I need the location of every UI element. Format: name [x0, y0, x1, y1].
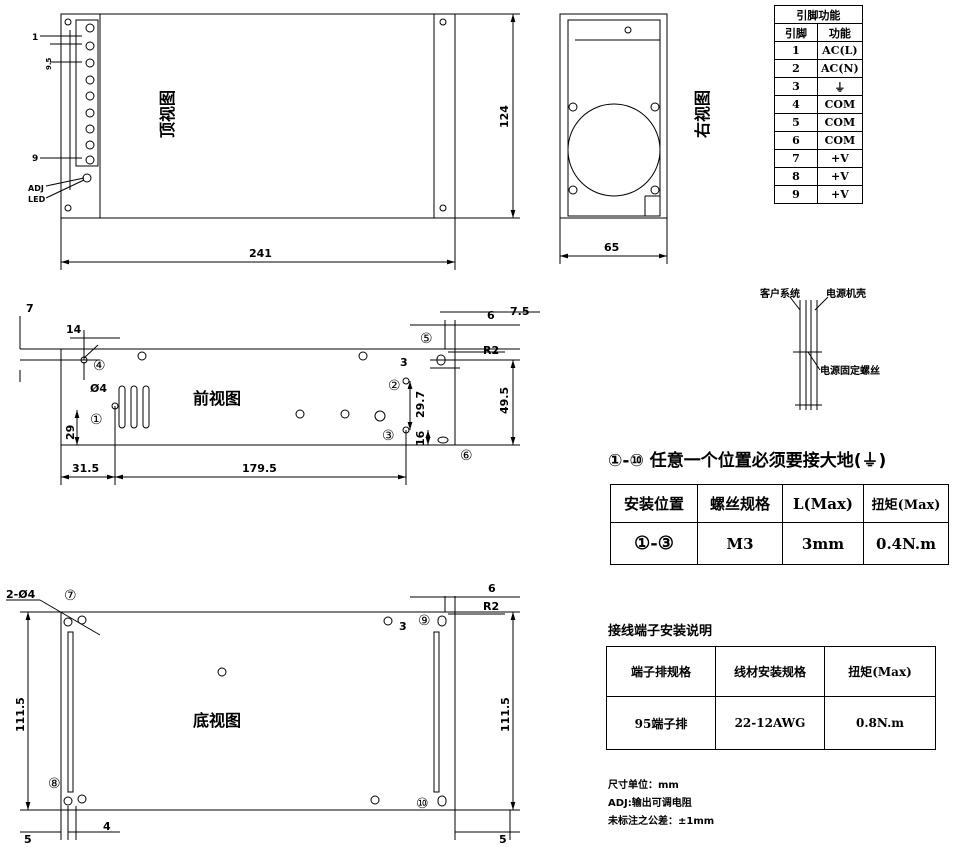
mount-header: L(Max) — [782, 484, 864, 523]
bottom-dim-5-left: 5 — [24, 833, 32, 846]
marker-8: ⑧ — [48, 776, 61, 792]
front-view-title: 前视图 — [193, 389, 241, 408]
pin-function: +V — [817, 167, 863, 186]
pin-function: +V — [817, 149, 863, 168]
bottom-dim-111-5-left: 111.5 — [14, 697, 27, 732]
front-dim-29: 29 — [64, 425, 77, 440]
top-view — [40, 13, 520, 270]
top-dim-241: 241 — [249, 247, 272, 260]
front-dim-7: 7 — [26, 302, 34, 315]
marker-4: ④ — [93, 358, 106, 374]
pin-function: COM — [817, 113, 863, 132]
terminal-title: 接线端子安装说明 — [608, 623, 712, 639]
marker-9: ⑨ — [418, 613, 431, 629]
terminal-header: 线材安装规格 — [715, 646, 825, 697]
bottom-dim-5-right: 5 — [499, 833, 507, 846]
bottom-dim-r2: R2 — [483, 600, 499, 613]
front-view — [19, 311, 540, 485]
note-unit: 尺寸单位：mm — [608, 780, 679, 791]
bottom-dim-111-5-right: 111.5 — [499, 697, 512, 732]
pin-number: 3 — [774, 77, 818, 96]
marker-3: ③ — [382, 428, 395, 444]
top-dim-124: 124 — [498, 105, 511, 128]
pin-function: AC(N) — [817, 59, 863, 78]
pin-number: 5 — [774, 113, 818, 132]
right-view-title: 右视图 — [693, 90, 712, 138]
pin-function: ⏚ — [817, 77, 863, 96]
terminal-wire: 22-12AWG — [715, 696, 825, 750]
ground-note: ①-⑩ 任意一个位置必须要接大地(⏚) — [608, 450, 886, 471]
bottom-view-title: 底视图 — [193, 711, 241, 730]
top-led-label: LED — [28, 195, 46, 204]
terminal-table: 端子排规格 线材安装规格 扭矩(Max) 95端子排 22-12AWG 0.8N… — [606, 646, 936, 750]
pin-number: 1 — [774, 41, 818, 60]
front-dim-7-5: 7.5 — [510, 305, 530, 318]
pin-number: 8 — [774, 167, 818, 186]
front-dim-6: 6 — [487, 309, 495, 322]
bottom-dim-3: 3 — [399, 620, 407, 633]
terminal-header: 扭矩(Max) — [824, 646, 936, 697]
note-adj: ADJ:输出可调电阻 — [608, 798, 692, 809]
marker-1: ① — [90, 412, 103, 428]
pin-function: COM — [817, 131, 863, 150]
mount-screw: M3 — [697, 522, 783, 565]
mount-position: ①-③ — [610, 522, 698, 565]
bottom-dim-4: 4 — [103, 820, 111, 833]
bottom-view — [6, 596, 520, 840]
bottom-dim-2phi4: 2-Ø4 — [6, 588, 36, 601]
top-view-title: 顶视图 — [158, 90, 177, 138]
right-view — [559, 13, 668, 264]
mount-header: 扭矩(Max) — [863, 484, 949, 523]
pin-function: +V — [817, 185, 863, 204]
detail-customer-label: 客户系统 — [759, 287, 800, 300]
mount-length: 3mm — [782, 522, 864, 565]
pin-table-header: 引脚 — [774, 23, 818, 42]
screw-detail — [789, 296, 829, 410]
top-adj-label: ADJ — [28, 184, 44, 193]
marker-6: ⑥ — [460, 448, 473, 464]
pin-table-title: 引脚功能 — [774, 5, 863, 24]
pin-table-header: 功能 — [817, 23, 863, 42]
front-dim-3: 3 — [400, 356, 408, 369]
front-dim-179-5: 179.5 — [242, 462, 277, 475]
marker-7: ⑦ — [64, 588, 77, 604]
front-dim-49-5: 49.5 — [498, 387, 511, 414]
marker-10: ⑩ — [416, 796, 429, 812]
detail-screw-label: 电源固定螺丝 — [820, 364, 880, 377]
pin-number: 9 — [774, 185, 818, 204]
pin-number: 4 — [774, 95, 818, 114]
front-dim-31-5: 31.5 — [72, 462, 99, 475]
mount-header: 螺丝规格 — [697, 484, 783, 523]
detail-shell-label: 电源机壳 — [826, 287, 866, 300]
terminal-spec: 95端子排 — [606, 696, 716, 750]
pin-number: 2 — [774, 59, 818, 78]
mount-table: 安装位置 螺丝规格 L(Max) 扭矩(Max) ①-③ M3 3mm 0.4N… — [610, 484, 949, 565]
marker-5: ⑤ — [420, 331, 433, 347]
terminal-header: 端子排规格 — [606, 646, 716, 697]
right-dim-65: 65 — [604, 241, 619, 254]
front-dim-phi4: Ø4 — [90, 382, 107, 395]
terminal-block — [85, 23, 95, 165]
terminal-torque: 0.8N.m — [824, 696, 936, 750]
pin-function: AC(L) — [817, 41, 863, 60]
pin-function: COM — [817, 95, 863, 114]
note-tolerance: 未标注之公差：±1mm — [608, 816, 715, 827]
pin-number: 7 — [774, 149, 818, 168]
front-dim-16: 16 — [414, 430, 427, 446]
mount-torque: 0.4N.m — [863, 522, 949, 565]
top-pin1-label: 1 — [32, 33, 38, 43]
top-pitch-label: 9.5 — [45, 57, 53, 70]
front-dim-14: 14 — [66, 323, 82, 336]
marker-2: ② — [388, 378, 401, 394]
top-pin9-label: 9 — [32, 154, 38, 164]
pin-number: 6 — [774, 131, 818, 150]
front-dim-r2: R2 — [483, 344, 499, 357]
bottom-dim-6: 6 — [488, 582, 496, 595]
front-dim-29-7: 29.7 — [414, 391, 427, 418]
mount-header: 安装位置 — [610, 484, 698, 523]
